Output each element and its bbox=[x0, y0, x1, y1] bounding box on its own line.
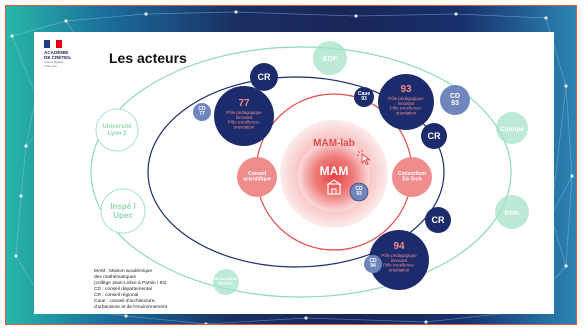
network-line bbox=[305, 317, 427, 323]
network-line bbox=[235, 11, 357, 17]
edf-label: EDF bbox=[323, 56, 338, 63]
cr-bubble-bottom[interactable] bbox=[425, 207, 451, 233]
network-line bbox=[20, 145, 27, 197]
canope-bubble[interactable] bbox=[496, 112, 528, 144]
consortium-edtech-bubble[interactable] bbox=[392, 157, 432, 197]
logo-line-1: ACADÉMIE bbox=[44, 50, 69, 55]
cd93-badge[interactable] bbox=[440, 85, 470, 115]
pole-77-number: 77 bbox=[238, 98, 250, 109]
cd94-badge[interactable] bbox=[364, 255, 382, 273]
network-node bbox=[354, 14, 358, 18]
network-node bbox=[454, 12, 458, 16]
network-node bbox=[564, 84, 568, 88]
network-node bbox=[124, 314, 128, 318]
network-node bbox=[564, 264, 568, 268]
pole-94-bubble[interactable] bbox=[369, 230, 429, 290]
network-line bbox=[565, 85, 573, 177]
association-scratch-bubble[interactable] bbox=[213, 269, 239, 295]
logo-motto: Liberté Égalité Fraternité bbox=[44, 60, 64, 68]
cr-bubble-top[interactable] bbox=[250, 63, 278, 91]
legend-line: (collège Jean-Lolive à Pantin / 93) bbox=[94, 281, 167, 286]
legend-line: Caue : conseil d'architecture, bbox=[94, 299, 156, 304]
cr-bubble-top-label: CR bbox=[258, 72, 271, 82]
logo-line-2: DE CRÉTEIL bbox=[44, 55, 72, 60]
pole-93-bubble[interactable] bbox=[378, 74, 434, 130]
network-line bbox=[15, 195, 22, 257]
legend-line: d'urbanisme et de l'environnement bbox=[94, 305, 168, 310]
network-line bbox=[205, 317, 307, 324]
legend-line: CD : conseil départemental bbox=[94, 287, 152, 292]
cr-bubble-right-label: CR bbox=[428, 131, 441, 141]
network-node bbox=[10, 34, 14, 38]
inspe-upec-label: Inspé /Upec bbox=[110, 202, 136, 220]
network-node bbox=[544, 16, 548, 20]
network-line bbox=[355, 13, 457, 17]
center-title: MAM bbox=[320, 164, 349, 178]
conseil-scientifique-bubble[interactable] bbox=[237, 157, 277, 197]
cd77-badge[interactable] bbox=[193, 103, 211, 121]
pole-77-bubble[interactable] bbox=[214, 86, 274, 146]
marianne-flag-icon bbox=[44, 40, 62, 48]
network-line bbox=[11, 35, 37, 97]
slide-title: Les acteurs bbox=[109, 50, 187, 66]
center-subtitle: MAM-lab bbox=[313, 138, 355, 149]
network-node bbox=[14, 254, 18, 258]
network-line bbox=[550, 175, 573, 217]
cr-bubble-bottom-label: CR bbox=[432, 215, 445, 225]
irem-bubble[interactable] bbox=[495, 195, 529, 229]
network-node bbox=[570, 174, 574, 178]
legend-line: CR : conseil régional bbox=[94, 293, 139, 298]
network-node bbox=[204, 322, 208, 324]
academie-logo: ACADÉMIE DE CRÉTEIL Liberté Égalité Frat… bbox=[44, 40, 84, 86]
universite-lyon2-bubble[interactable] bbox=[95, 108, 139, 152]
cursor-click-icon bbox=[357, 150, 371, 166]
legend-line: MAM : Maison académique bbox=[94, 269, 153, 274]
network-line bbox=[11, 20, 67, 37]
network-line bbox=[455, 13, 547, 19]
cd93-center-badge bbox=[349, 182, 369, 202]
network-node bbox=[24, 144, 28, 148]
edf-bubble[interactable] bbox=[313, 41, 347, 75]
network-line bbox=[145, 11, 237, 15]
network-node bbox=[234, 10, 238, 14]
network-node bbox=[424, 320, 428, 324]
network-node bbox=[19, 194, 23, 198]
outer-ring bbox=[90, 46, 512, 298]
network-node bbox=[64, 19, 68, 23]
network-line bbox=[565, 175, 573, 267]
legend: MAM : Maison académique des mathématique… bbox=[94, 269, 234, 311]
network-node bbox=[144, 12, 148, 16]
network-line bbox=[65, 13, 147, 22]
network-line bbox=[545, 17, 567, 87]
inspe-upec-bubble[interactable] bbox=[100, 188, 146, 234]
caue93-badge[interactable] bbox=[354, 87, 374, 107]
cr-bubble-right[interactable] bbox=[421, 123, 447, 149]
network-line bbox=[125, 315, 207, 324]
canope-label: Canopé bbox=[500, 126, 524, 133]
pole-93-number: 93 bbox=[400, 84, 412, 95]
irem-label: Irem bbox=[505, 210, 520, 217]
legend-line: des mathématiques bbox=[94, 275, 136, 280]
network-node bbox=[304, 316, 308, 320]
home-icon bbox=[326, 179, 342, 195]
middle-ring bbox=[147, 76, 445, 268]
pole-94-number: 94 bbox=[393, 241, 405, 252]
